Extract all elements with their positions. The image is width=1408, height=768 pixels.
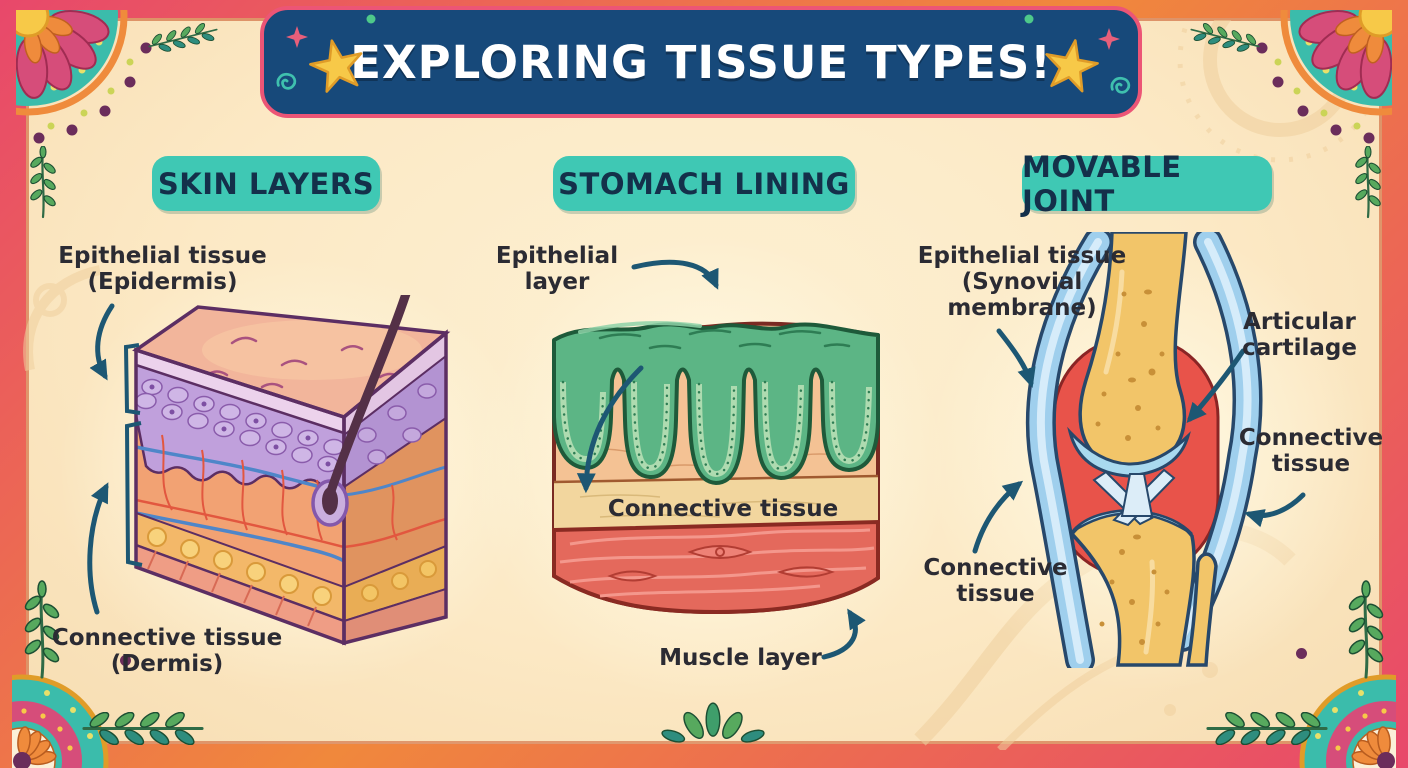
label-joint-connective-right: Connective tissue xyxy=(1238,425,1384,477)
label-stomach-muscle: Muscle layer xyxy=(659,645,822,671)
accent-dot xyxy=(120,655,131,666)
gold-star-icon xyxy=(1045,39,1099,93)
mandala-corner-icon xyxy=(16,10,152,144)
label-skin-connective: Connective tissue (Dermis) xyxy=(51,625,283,677)
header-stomach-lining: STOMACH LINING xyxy=(553,156,855,211)
label-joint-connective-left: Connective tissue xyxy=(923,555,1068,607)
poster-title: EXPLORING TISSUE TYPES! xyxy=(350,35,1052,89)
label-stomach-connective: Connective tissue xyxy=(607,496,839,522)
leaf-sprig-icon xyxy=(27,146,59,219)
leaf-fan-icon xyxy=(659,702,767,746)
joint-illustration xyxy=(1025,232,1263,668)
pink-sparkle-icon xyxy=(286,26,308,48)
leaf-sprig-icon xyxy=(1352,146,1384,219)
leaf-branch-icon xyxy=(82,712,204,745)
green-dot-icon xyxy=(366,14,376,24)
skin-illustration xyxy=(132,295,451,646)
mandala-corner-icon xyxy=(1299,674,1396,768)
gold-star-icon xyxy=(309,39,363,93)
header-movable-joint: MOVABLE JOINT xyxy=(1022,150,1272,218)
stomach-illustration xyxy=(552,321,880,615)
teal-swirl-icon xyxy=(276,72,297,90)
label-joint-epithelial: Epithelial tissue (Synovial membrane) xyxy=(917,243,1127,321)
title-banner: EXPLORING TISSUE TYPES! xyxy=(260,6,1142,118)
leaf-sprig-icon xyxy=(1348,580,1384,679)
mandala-corner-icon xyxy=(1256,10,1392,144)
label-joint-cartilage: Articular cartilage xyxy=(1242,309,1357,361)
label-stomach-epithelial: Epithelial layer xyxy=(495,243,619,295)
pink-sparkle-icon xyxy=(1098,28,1120,50)
label-skin-epithelial: Epithelial tissue (Epidermis) xyxy=(58,243,267,295)
leaf-branch-icon xyxy=(1206,712,1328,745)
accent-dot xyxy=(1296,648,1307,659)
teal-swirl-icon xyxy=(1110,76,1131,94)
header-skin-layers: SKIN LAYERS xyxy=(152,156,380,211)
mandala-corner-icon xyxy=(12,674,109,768)
green-dot-icon xyxy=(1024,14,1034,24)
